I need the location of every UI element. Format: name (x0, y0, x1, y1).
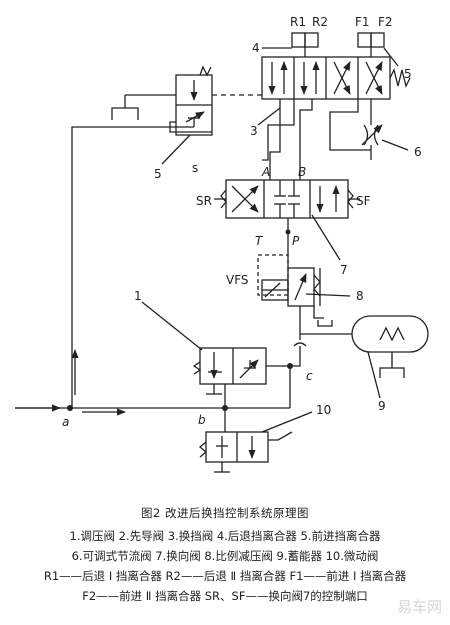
label-s: s (192, 161, 198, 175)
leader-5-right (383, 47, 399, 67)
label-sf: SF (356, 194, 371, 208)
caption-line-4: F2——前进 Ⅱ 挡离合器 SR、SF——换向阀7的控制端口 (82, 589, 368, 603)
watermark: 易车网 (396, 598, 442, 616)
main-line-c (266, 346, 301, 367)
label-r2: R2 (312, 15, 328, 29)
link-b-port (299, 99, 313, 180)
label-num-8: 8 (356, 289, 364, 303)
label-r1: R1 (290, 15, 306, 29)
bridge-crossing (293, 342, 307, 347)
label-port-a: A (261, 165, 270, 179)
shift-valve-3 (261, 56, 411, 100)
accumulator-9 (300, 315, 429, 378)
pressure-regulating-valve-1 (192, 347, 267, 395)
link-r-side (262, 99, 295, 161)
leader-6 (381, 139, 409, 151)
clutch-r-block (291, 32, 319, 57)
inching-valve-10 (198, 408, 293, 473)
label-num-6: 6 (414, 145, 422, 159)
clutch-f-block (357, 32, 385, 57)
pilot-supply-line (71, 126, 194, 408)
label-point-c: c (306, 369, 313, 383)
label-point-a: a (62, 415, 69, 429)
label-f1: F1 (355, 15, 370, 29)
leader-8 (305, 293, 351, 297)
leader-10 (261, 411, 313, 433)
label-num-10: 10 (316, 403, 331, 417)
label-vfs: VFS (226, 273, 249, 287)
pilot-valve-2 (111, 65, 213, 136)
caption-line-3: R1——后退 Ⅰ 挡离合器 R2——后退 Ⅱ 挡离合器 F1——前进 Ⅰ 挡离合… (43, 569, 407, 583)
node-junction (285, 229, 291, 235)
node-a (67, 405, 73, 411)
leader-5-left (161, 134, 191, 165)
throttle-valve-6 (361, 99, 383, 160)
label-num-5-right: 5 (404, 67, 412, 81)
node-c (287, 363, 293, 369)
link-f-side (329, 99, 371, 151)
leader-7 (311, 214, 341, 261)
node-b (222, 405, 228, 411)
label-num-5-left: 5 (154, 167, 162, 181)
link-a-port (269, 99, 281, 180)
label-port-t: T (255, 234, 264, 248)
label-num-3: 3 (250, 124, 258, 138)
label-port-b: B (298, 165, 306, 179)
reversing-valve-7 (214, 179, 360, 219)
label-point-b: b (198, 413, 206, 427)
label-sr: SR (196, 194, 212, 208)
proportional-reducing-valve-8 (257, 218, 333, 340)
label-num-9: 9 (378, 399, 386, 413)
caption-title: 图2 改进后换挡控制系统原理图 (141, 506, 309, 520)
label-num-4: 4 (252, 41, 260, 55)
leader-9 (367, 351, 381, 399)
caption-line-1: 1.调压阀 2.先导阀 3.换挡阀 4.后退挡离合器 5.前进挡离合器 (69, 529, 381, 543)
label-f2: F2 (378, 15, 393, 29)
leader-3 (257, 107, 281, 126)
label-num-7: 7 (340, 263, 348, 277)
caption-line-2: 6.可调式节流阀 7.换向阀 8.比例减压阀 9.蓄能器 10.微动阀 (71, 549, 379, 563)
label-port-p: P (292, 234, 300, 248)
leader-1 (141, 301, 203, 351)
figure-caption: 图2 改进后换挡控制系统原理图 1.调压阀 2.先导阀 3.换挡阀 4.后退挡离… (0, 505, 450, 606)
hydraulic-schematic: R1 R2 F1 F2 A B SR SF T P VFS s a b c 1 … (15, 15, 429, 473)
label-num-1: 1 (134, 289, 142, 303)
